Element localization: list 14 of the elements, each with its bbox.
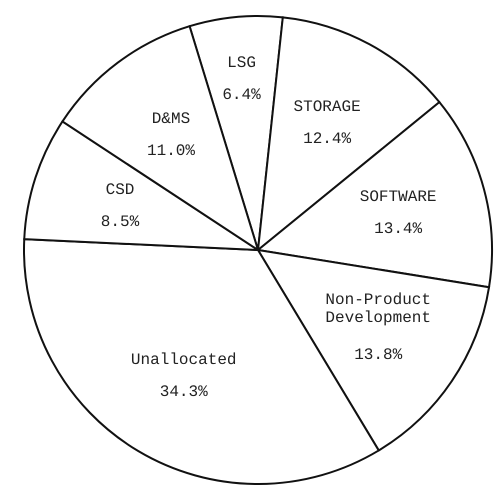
category-label: STORAGE xyxy=(294,98,361,116)
value-label: 13.8% xyxy=(354,346,402,364)
value-label: 8.5% xyxy=(100,213,140,232)
value-label: 34.3% xyxy=(160,382,208,401)
value-label: 11.0% xyxy=(147,142,195,160)
category-label: Non-Product Development xyxy=(324,291,432,328)
category-label: LSG xyxy=(227,54,256,72)
value-label: 13.4% xyxy=(374,220,422,238)
value-label: 6.4% xyxy=(222,86,261,104)
category-label: SOFTWARE xyxy=(360,188,437,206)
value-label: 12.4% xyxy=(303,130,352,148)
category-label: CSD xyxy=(106,181,134,200)
category-label: Unallocated xyxy=(130,350,237,369)
category-label: D&MS xyxy=(152,110,190,128)
